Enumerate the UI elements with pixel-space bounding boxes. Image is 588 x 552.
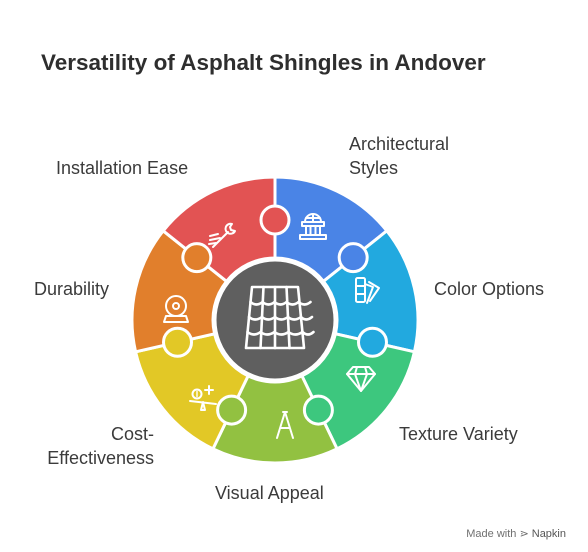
label-architectural-styles: Architectural Styles	[349, 134, 450, 178]
puzzle-knob-architectural	[337, 242, 369, 274]
label-installation-ease: Installation Ease	[56, 158, 189, 178]
building-columns-icon	[299, 213, 327, 240]
label-texture-variety: Texture Variety	[399, 424, 518, 444]
napkin-logo-icon: ⋗	[519, 528, 529, 540]
label-visual-appeal: Visual Appeal	[215, 483, 324, 503]
puzzle-knob-cost	[162, 326, 194, 358]
coins-balance-icon	[189, 385, 217, 411]
asphalt-shingles-icon	[244, 285, 315, 350]
puzzle-knob-texture	[302, 394, 334, 426]
label-color-options: Color Options	[434, 279, 545, 299]
color-swatch-icon	[355, 277, 380, 304]
segment-installation	[161, 175, 277, 284]
diamond-icon	[346, 366, 376, 392]
puzzle-knob-visual	[216, 394, 248, 426]
crystal-ball-icon	[163, 295, 189, 323]
label-durability: Durability	[34, 279, 110, 299]
wrench-tools-icon	[208, 222, 236, 248]
label-cost-effectiveness: Cost- Effectiveness	[47, 424, 154, 468]
puzzle-knob-color	[356, 326, 388, 358]
puzzle-knob-installation	[259, 204, 291, 236]
napkin-credit: Made with ⋗ Napkin	[466, 528, 566, 540]
letter-a-icon	[276, 411, 294, 439]
diagram-title: Versatility of Asphalt Shingles in Andov…	[41, 50, 486, 75]
puzzle-knob-durability	[181, 242, 213, 274]
